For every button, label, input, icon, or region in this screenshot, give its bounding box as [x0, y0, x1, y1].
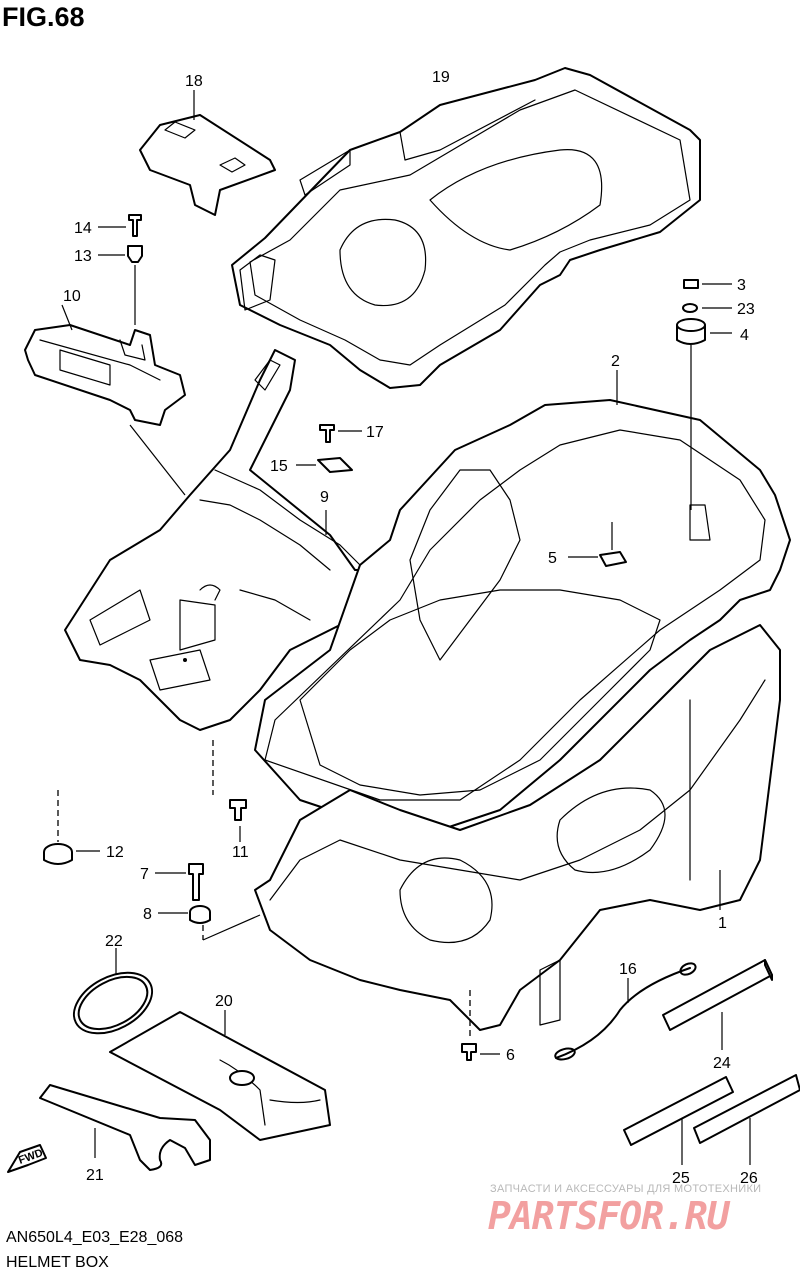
callout-15: 15 [270, 458, 288, 475]
part-14-screw [98, 214, 142, 237]
part-10-latch [24, 304, 186, 496]
watermark-logo: PARTSFOR.RU [488, 1194, 730, 1238]
callout-10: 10 [63, 288, 81, 305]
figure-title: FIG.68 [2, 2, 85, 32]
part-7-bolt [155, 863, 204, 901]
callout-7: 7 [140, 866, 149, 883]
callout-14: 14 [74, 220, 92, 237]
part-24-foam-strip [662, 959, 773, 1050]
part-17-screw [319, 424, 362, 443]
callout-17: 17 [366, 424, 384, 441]
part-1-helmet-box [254, 624, 781, 1040]
part-5-nut [568, 522, 627, 567]
callout-18: 18 [185, 73, 203, 90]
callout-16: 16 [619, 961, 637, 978]
callout-12: 12 [106, 844, 124, 861]
callout-5: 5 [548, 550, 557, 567]
callout-19: 19 [432, 69, 450, 86]
part-4-damper [676, 318, 732, 345]
part-11-bolt [212, 740, 247, 842]
callout-11: 11 [232, 844, 249, 861]
callout-25: 25 [672, 1170, 690, 1187]
callout-23: 23 [737, 301, 755, 318]
callout-4: 4 [740, 327, 749, 344]
callout-20: 20 [215, 993, 233, 1010]
part-19-lid-tray [231, 67, 701, 389]
part-13-clip [98, 245, 143, 325]
callout-22: 22 [105, 933, 123, 950]
part-20-tool-bag [109, 1010, 331, 1141]
part-23-washer [682, 303, 732, 313]
part-26-foam-strip [693, 1074, 800, 1165]
fwd-direction-arrow: FWD [7, 1144, 47, 1173]
part-3-screw [683, 279, 732, 289]
callout-labels: 1 2 3 4 5 6 7 8 9 10 11 12 13 14 15 16 1… [63, 69, 758, 1187]
callout-8: 8 [143, 906, 152, 923]
part-8-collar [158, 905, 261, 941]
callout-6: 6 [506, 1047, 515, 1064]
callout-21: 21 [86, 1167, 104, 1184]
callout-1: 1 [718, 915, 727, 932]
part-6-screw [461, 1043, 500, 1061]
callout-13: 13 [74, 248, 92, 265]
part-15-nut-clip [296, 457, 353, 473]
watermark-tagline: ЗАПЧАСТИ И АКСЕССУАРЫ ДЛЯ МОТОТЕХНИКИ [490, 1183, 762, 1195]
callout-9: 9 [320, 489, 329, 506]
part-22-o-ring [72, 948, 154, 1035]
callout-26: 26 [740, 1170, 758, 1187]
part-2-upper-box [254, 345, 791, 831]
callout-3: 3 [737, 277, 746, 294]
part-18-bracket [139, 90, 276, 216]
callout-2: 2 [611, 353, 620, 370]
part-16-wire [554, 962, 697, 1061]
callout-24: 24 [713, 1055, 731, 1072]
part-21-spanner [39, 1084, 211, 1171]
figure-name: HELMET BOX [6, 1254, 109, 1271]
model-code: AN650L4_E03_E28_068 [6, 1229, 184, 1246]
part-12-grommet [43, 790, 100, 865]
part-25-foam-strip [623, 1076, 734, 1165]
